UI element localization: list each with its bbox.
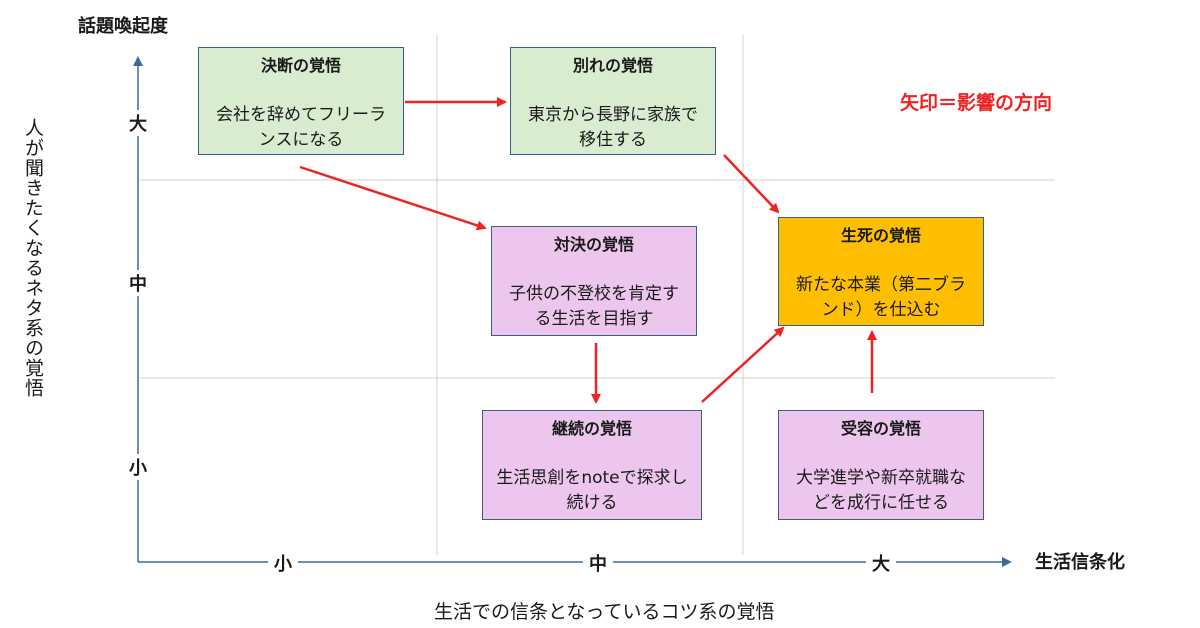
box-lifedeath-title: 生死の覚悟 xyxy=(840,226,921,245)
box-accept: 受容の覚悟 大学進学や新卒就職などを成行に任せる xyxy=(778,410,984,520)
x-bottom-label: 生活での信条となっているコツ系の覚悟 xyxy=(434,601,775,623)
y-level-mid: 中 xyxy=(123,270,153,296)
legend-note: 矢印＝影響の方向 xyxy=(900,92,1053,114)
box-accept-title: 受容の覚悟 xyxy=(840,419,921,438)
box-lifedeath: 生死の覚悟 新たな本業（第二ブランド）を仕込む xyxy=(778,217,984,326)
arrow-continue-to-lifedeath xyxy=(701,326,785,403)
box-confront: 対決の覚悟 子供の不登校を肯定する生活を目指す xyxy=(491,226,697,336)
y-level-low: 小 xyxy=(123,454,153,480)
box-lifedeath-desc: 新たな本業（第二ブランド）を仕込む xyxy=(796,275,966,320)
box-confront-desc: 子供の不登校を肯定する生活を目指す xyxy=(509,284,679,329)
arrow-decision-to-confront xyxy=(299,165,487,231)
box-accept-desc: 大学進学や新卒就職などを成行に任せる xyxy=(796,468,966,513)
box-decision-desc: 会社を辞めてフリーランスになる xyxy=(216,105,386,150)
box-confront-title: 対決の覚悟 xyxy=(553,235,634,254)
box-parting: 別れの覚悟 東京から長野に家族で移住する xyxy=(510,47,716,155)
box-continue-desc: 生活思創をnoteで探求し続ける xyxy=(496,468,688,513)
x-level-low: 小 xyxy=(268,550,298,576)
y-side-label: 人が聞きたくなるネタ系の覚悟 xyxy=(22,118,44,398)
x-axis-title: 生活信条化 xyxy=(1035,552,1125,573)
box-parting-title: 別れの覚悟 xyxy=(572,56,653,75)
y-axis-title: 話題喚起度 xyxy=(78,16,168,37)
box-decision-title: 決断の覚悟 xyxy=(260,56,341,75)
box-decision: 決断の覚悟 会社を辞めてフリーランスになる xyxy=(198,47,404,155)
x-level-mid: 中 xyxy=(583,550,613,576)
y-level-high: 大 xyxy=(123,110,153,136)
box-continue-title: 継続の覚悟 xyxy=(551,419,632,438)
x-level-high: 大 xyxy=(866,550,896,576)
box-continue: 継続の覚悟 生活思創をnoteで探求し続ける xyxy=(482,410,702,520)
box-parting-desc: 東京から長野に家族で移住する xyxy=(528,105,698,150)
arrow-parting-to-lifedeath xyxy=(723,154,780,214)
